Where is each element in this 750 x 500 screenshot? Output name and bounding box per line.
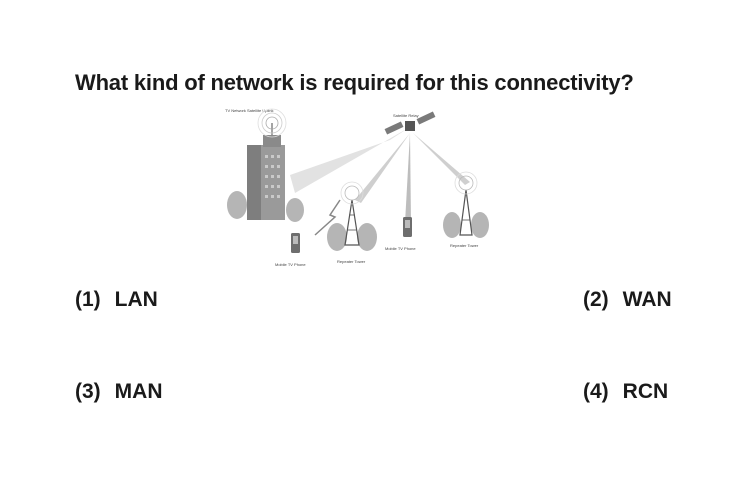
signal-bolt-icon [314, 199, 341, 236]
network-illustration: TV Network Satellite Uplink Satellite Re… [225, 108, 489, 267]
uplink-beam [290, 127, 410, 193]
building-icon [227, 108, 304, 222]
option-3-number: (3) [75, 380, 101, 403]
option-3[interactable]: (3) MAN [75, 380, 163, 404]
beam-to-phone-mid [405, 133, 411, 223]
satellite-icon [384, 111, 436, 135]
option-4-number: (4) [583, 380, 609, 403]
question-text: What kind of network is required for thi… [75, 70, 634, 95]
label-tower-right: Repeater Tower [450, 243, 479, 248]
beam-to-tower-right [413, 133, 470, 185]
label-phone-left: Mobile TV Phone [275, 262, 306, 267]
repeater-tower-left-icon [327, 181, 377, 251]
mobile-phone-mid-icon [403, 217, 412, 237]
mobile-phone-left-icon [291, 233, 300, 253]
option-1-text: LAN [114, 288, 158, 311]
label-phone-mid: Mobile TV Phone [385, 246, 416, 251]
option-2-number: (2) [583, 288, 609, 311]
label-satellite: Satellite Relay [393, 113, 419, 118]
option-4[interactable]: (4) RCN [583, 380, 668, 404]
option-1[interactable]: (1) LAN [75, 288, 158, 312]
repeater-tower-right-icon [443, 171, 489, 238]
network-diagram: TV Network Satellite Uplink Satellite Re… [215, 105, 505, 270]
beam-to-tower-left [355, 133, 410, 203]
option-4-text: RCN [622, 380, 669, 403]
label-tower-left: Repeater Tower [337, 259, 366, 264]
option-2[interactable]: (2) WAN [583, 288, 672, 312]
option-3-text: MAN [114, 380, 163, 403]
option-1-number: (1) [75, 288, 101, 311]
label-uplink: TV Network Satellite Uplink [225, 108, 273, 113]
option-2-text: WAN [622, 288, 672, 311]
